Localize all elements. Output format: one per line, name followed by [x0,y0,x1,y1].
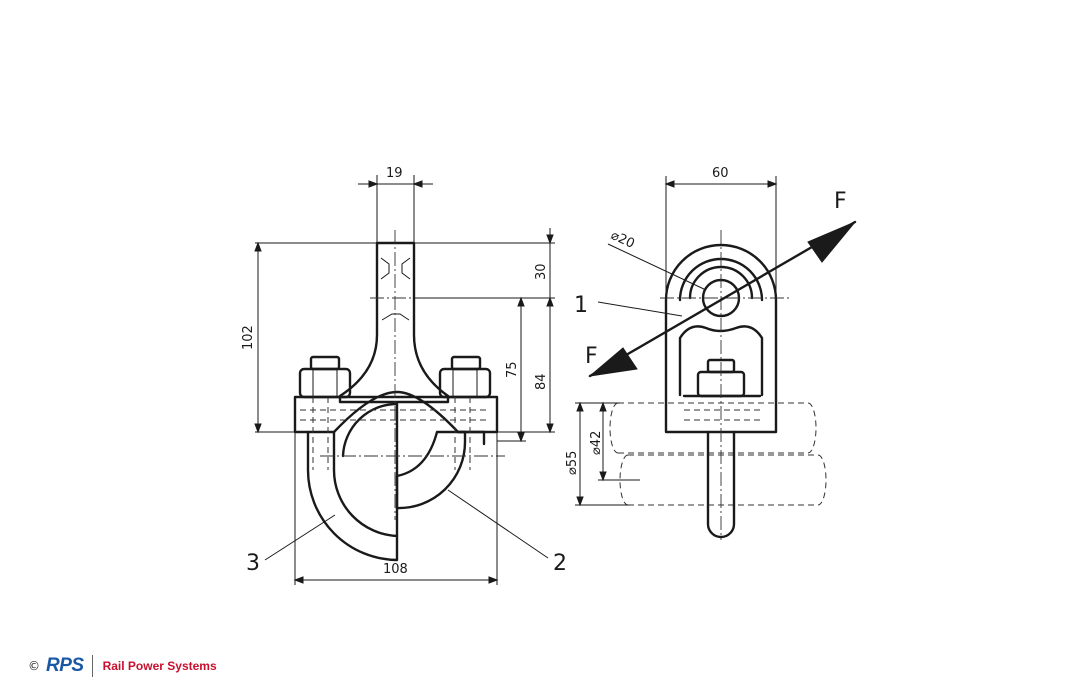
phantom-conductor-upper [609,402,817,454]
dim-75: 75 [505,361,520,378]
dim-19: 19 [386,166,403,181]
label-part-3: 3 [246,551,260,576]
dim-30: 30 [534,263,549,280]
clamp-body [293,390,499,434]
dim-60: 60 [712,166,729,181]
side-dimensions [575,176,778,507]
side-bolt [706,430,736,539]
phantom-conductor-lower [619,454,827,506]
copyright-symbol: © [28,659,40,673]
logo-mark: RPS [46,655,84,676]
force-arrow-upper [807,221,856,263]
nut-left-base [298,367,352,399]
side-view [588,220,857,540]
u-bolt [306,430,399,562]
label-force-upper: F [834,189,847,214]
label-force-lower: F [585,344,598,369]
hidden-bolt-left [312,397,329,470]
nut-right-base [438,367,492,399]
leader-part-3 [264,514,336,561]
side-body [664,243,778,434]
force-arrow-lower [588,347,638,377]
stem-notch [380,257,390,280]
rps-logo: RPS Rail Power Systems [46,655,217,677]
leader-part-2 [447,489,549,559]
nut-right-top [450,355,482,371]
footer: © RPS Rail Power Systems [28,654,217,678]
dim-108: 108 [383,562,408,577]
clamp-half [395,430,467,510]
nut-left-top [309,355,341,371]
dim-84: 84 [534,373,549,390]
front-view [264,230,549,562]
label-part-2: 2 [553,551,567,576]
dim-tube-outer: ⌀55 [565,451,580,475]
stem-outline [338,241,450,404]
force-line [588,220,857,378]
dim-tube-inner: ⌀42 [589,431,604,455]
company-name: Rail Power Systems [102,659,217,673]
front-dimensions [254,175,555,585]
dim-hole-diameter: ⌀20 [608,228,636,252]
hidden-bolt-right [454,397,471,470]
leader-part-1 [597,301,683,317]
label-part-1: 1 [574,293,588,318]
dim-102: 102 [241,325,256,350]
logo-divider [91,655,93,677]
